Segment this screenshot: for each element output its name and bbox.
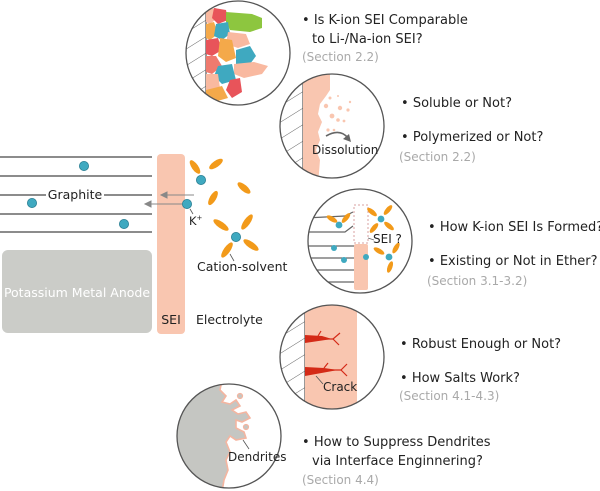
inset-circle xyxy=(279,304,385,410)
panel-formation: SEI ? • How K-ion SEI Is Formed? • Exist… xyxy=(307,188,600,294)
bullet-question: • How K-ion SEI Is Formed? xyxy=(428,220,600,235)
bullet-question-cont: via Interface Enginnering? xyxy=(312,454,483,469)
k-ion-arrows xyxy=(143,191,194,208)
inset-label-dendrites: Dendrites xyxy=(228,450,286,464)
panel-composition: • Is K-ion SEI Comparable to Li-/Na-ion … xyxy=(185,0,468,106)
inset-circle xyxy=(307,188,413,294)
solvent-molecule xyxy=(208,190,218,206)
bullet-question: • Polymerized or Not? xyxy=(401,130,543,145)
dissolution-arrow xyxy=(325,131,349,139)
panel-dissolution: Dissolution • Soluble or Not? • Polymeri… xyxy=(279,73,543,179)
bullet-question: • Existing or Not in Ether? xyxy=(428,254,598,269)
cation-solvent-complex xyxy=(213,214,259,262)
panel-dendrites: Dendrites • How to Suppress Dendrites vi… xyxy=(176,383,491,489)
graphite-label: Graphite xyxy=(48,187,103,202)
k-ion-pointer xyxy=(189,208,194,215)
sei-partial xyxy=(354,244,368,290)
solvated-cations xyxy=(326,205,400,273)
anode-label: Potassium Metal Anode xyxy=(4,285,150,300)
bullet-question: • Is K-ion SEI Comparable xyxy=(302,13,468,28)
k-ion-label: K+ xyxy=(189,214,203,228)
dendrite-metal xyxy=(177,384,252,488)
section-reference: (Section 4.4) xyxy=(302,473,379,487)
dissolution-arrowhead xyxy=(343,134,351,142)
section-reference: (Section 2.2) xyxy=(302,50,379,64)
sei-mosaic xyxy=(206,8,268,102)
sei-label: SEI xyxy=(161,312,181,327)
bullet-question: • How to Suppress Dendrites xyxy=(302,435,491,450)
intercalated-k-ions xyxy=(26,160,130,229)
bullet-question: • Robust Enough or Not? xyxy=(400,337,561,352)
left-schematic: Graphite Potassium Metal Anode SEI Elect… xyxy=(0,154,287,334)
inset-label-crack: Crack xyxy=(323,380,357,394)
section-reference: (Section 3.1-3.2) xyxy=(427,274,527,288)
bullet-question: • Soluble or Not? xyxy=(401,96,512,111)
sei-unknown-region xyxy=(353,204,369,244)
potassium-metal-anode xyxy=(2,250,152,333)
inset-circle xyxy=(279,73,385,179)
k-ion xyxy=(181,198,192,209)
inset-label-dissolution: Dissolution xyxy=(312,143,378,157)
electrolyte-label: Electrolyte xyxy=(196,312,263,327)
inset-label-sei-question: SEI ? xyxy=(373,232,402,246)
panel-robustness: Crack • Robust Enough or Not? • How Salt… xyxy=(279,304,561,410)
solvated-cation-1 xyxy=(189,158,223,185)
inset-circle xyxy=(185,0,291,106)
crack-shapes xyxy=(305,330,348,377)
dissolving-particles xyxy=(323,95,352,132)
section-reference: (Section 4.1-4.3) xyxy=(399,389,499,403)
bullet-question-cont: to Li-/Na-ion SEI? xyxy=(312,32,423,47)
section-reference: (Section 2.2) xyxy=(399,150,476,164)
inset-circle xyxy=(176,383,282,489)
bullet-question: • How Salts Work? xyxy=(400,371,520,386)
graphite-layers xyxy=(0,156,152,233)
solvent-molecule xyxy=(237,182,251,194)
cation-solvent-label: Cation-solvent xyxy=(197,259,287,274)
sei-layer xyxy=(157,154,185,334)
